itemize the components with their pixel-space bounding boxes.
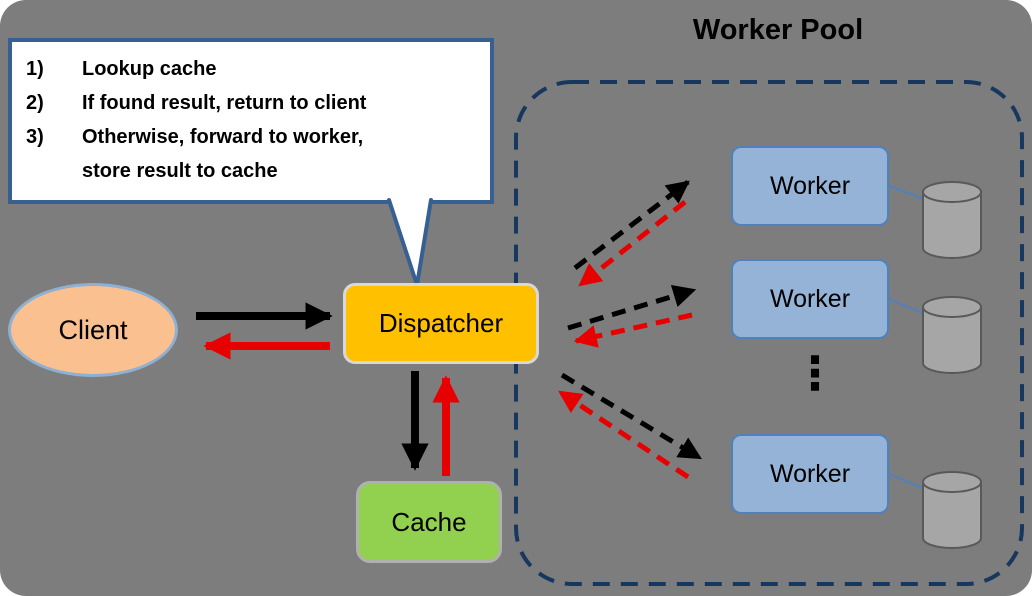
callout-item-number: 2) bbox=[26, 92, 44, 114]
worker-label: Worker bbox=[769, 459, 851, 488]
dispatcher-label: Dispatcher bbox=[378, 308, 504, 338]
client-node: Client bbox=[8, 283, 178, 377]
worker-box-1: Worker bbox=[731, 146, 889, 226]
callout-item: 1) Lookup cache bbox=[26, 52, 480, 86]
worker-pool-title: Worker Pool bbox=[692, 14, 864, 46]
callout-item-text: If found result, return to client bbox=[82, 92, 367, 114]
database-cylinder-icon bbox=[922, 296, 982, 374]
client-label: Client bbox=[58, 314, 128, 345]
callout-tail bbox=[387, 198, 433, 286]
dashed-arrow-to-worker-1 bbox=[573, 180, 690, 270]
dashed-arrow-to-worker-2 bbox=[567, 284, 697, 331]
callout-tail-border bbox=[387, 198, 433, 287]
dashed-arrow-to-worker-3 bbox=[560, 372, 702, 461]
worker-2-db-connector bbox=[888, 298, 928, 316]
callout-item: 3) Otherwise, forward to worker, store r… bbox=[26, 120, 480, 188]
callout-item: 2) If found result, return to client bbox=[26, 86, 480, 120]
callout-item-number: 3) bbox=[26, 126, 44, 148]
dashed-arrow-from-worker-1 bbox=[578, 200, 687, 287]
vertical-ellipsis-icon: ⋮ bbox=[792, 347, 838, 399]
dispatcher-node: Dispatcher bbox=[343, 283, 539, 364]
callout-item-number: 1) bbox=[26, 58, 44, 80]
worker-3-db-connector bbox=[888, 473, 928, 491]
worker-box-2: Worker bbox=[731, 259, 889, 339]
callout-item-text: Lookup cache bbox=[82, 58, 217, 80]
callout-item-text: Otherwise, forward to worker, store resu… bbox=[82, 126, 364, 182]
cache-label: Cache bbox=[391, 506, 467, 537]
worker-label: Worker bbox=[769, 171, 851, 200]
worker-1-db-connector bbox=[888, 185, 928, 201]
callout-box: 1) Lookup cache 2) If found result, retu… bbox=[8, 38, 494, 204]
cache-node: Cache bbox=[356, 481, 502, 563]
worker-box-3: Worker bbox=[731, 434, 889, 514]
database-cylinder-icon bbox=[922, 181, 982, 259]
worker-label: Worker bbox=[769, 284, 851, 313]
dashed-arrow-from-worker-3 bbox=[558, 389, 690, 480]
database-cylinder-icon bbox=[922, 471, 982, 549]
dashed-arrow-from-worker-2 bbox=[573, 312, 693, 348]
